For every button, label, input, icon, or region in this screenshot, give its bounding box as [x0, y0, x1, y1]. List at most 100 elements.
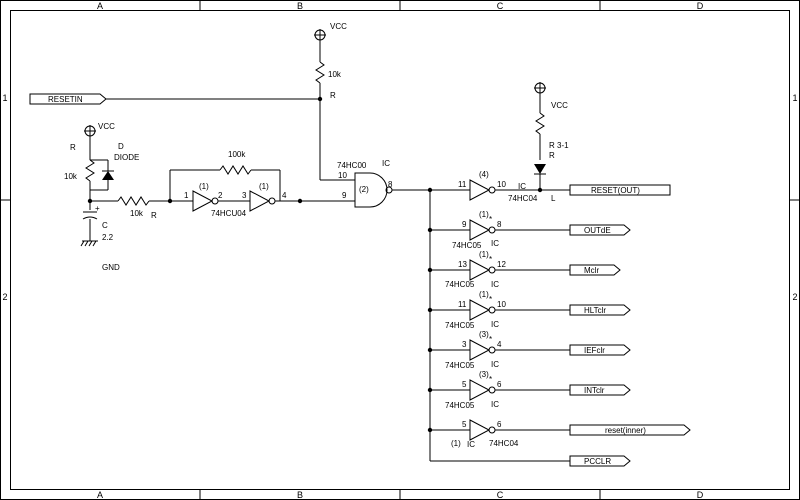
inverter-hc04-reset-out [469, 179, 496, 201]
reset-inner-unit: (1) [451, 439, 461, 448]
mclr-unit: (1) [479, 250, 489, 259]
inverter-hc04-reset-inner [469, 419, 496, 441]
port-outde [569, 224, 631, 236]
resistor-series-value: 10k [130, 209, 144, 218]
port-iefclr-label: IEFclr [584, 346, 605, 355]
intclr-unit: (3) [479, 370, 489, 379]
port-resetin [29, 93, 107, 105]
row-label-2: 2 [2, 292, 7, 302]
iefclr-unit: (3) [479, 330, 489, 339]
hltclr-opendrain: * [489, 295, 492, 304]
col-label-c: C [497, 1, 504, 11]
col-label-b: B [297, 1, 303, 11]
vcc-symbol-top [314, 29, 326, 41]
inv1-pin-out: 2 [218, 191, 223, 200]
iefclr-pin-in: 3 [462, 340, 467, 349]
outde-ref: IC [491, 239, 499, 248]
resistor-pullup-value: 10k [328, 70, 342, 79]
hltclr-unit: (1) [479, 290, 489, 299]
port-pcclr [569, 455, 631, 467]
iefclr-part: 74HC05 [445, 361, 475, 370]
resistor-led [535, 112, 545, 135]
inv1-pin-in: 1 [184, 191, 189, 200]
col-label-a: A [97, 1, 103, 11]
inv-reset-out-part: 74HC04 [508, 194, 538, 203]
vcc-label-right: VCC [551, 101, 568, 110]
col-label-d: D [697, 1, 704, 11]
intclr-ref: IC [491, 400, 499, 409]
mclr-opendrain: * [489, 255, 492, 264]
resistor-series-ref: R [151, 211, 157, 220]
diode-ref: D [118, 142, 124, 151]
reset-inner-ref: IC [467, 440, 475, 449]
resistor-feedback [219, 165, 252, 175]
diode [102, 160, 114, 190]
resistor-rc-value: 10k [64, 172, 78, 181]
port-resetin-label: RESETIN [48, 95, 83, 104]
mclr-part: 74HC05 [445, 280, 475, 289]
col-label-a-bottom: A [97, 490, 103, 500]
capacitor-value: 2.2 [102, 233, 114, 242]
inv2-unit: (1) [259, 182, 269, 191]
port-intclr [569, 384, 631, 396]
port-reset-out-label: RESET(OUT) [591, 186, 640, 195]
resistor-pullup-ref: R [330, 91, 336, 100]
intclr-part: 74HC05 [445, 401, 475, 410]
nand-unit: (2) [359, 185, 369, 194]
resistor-led-ref: R 3-1 [549, 141, 569, 150]
ground-symbol [80, 240, 98, 247]
port-reset-out [569, 184, 671, 196]
resistor-pullup [315, 61, 325, 84]
vcc-label-top: VCC [330, 22, 347, 31]
resistor-series [117, 196, 150, 206]
vcc-label-left: VCC [98, 122, 115, 131]
capacitor [82, 211, 98, 241]
outde-unit: (1) [479, 210, 489, 219]
hltclr-ref: IC [491, 320, 499, 329]
inverter-hcu04-a [192, 190, 219, 212]
intclr-pin-out: 6 [497, 380, 502, 389]
port-mclr [569, 264, 621, 276]
port-pcclr-label: PCCLR [584, 457, 611, 466]
resistor-rc [85, 159, 95, 182]
inv-reset-out-pin-in: 11 [458, 180, 467, 189]
reset-inner-part: 74HC04 [489, 439, 519, 448]
port-outde-label: OUTdE [584, 226, 611, 235]
inv-reset-out-unit: (4) [479, 170, 489, 179]
port-intclr-label: INTclr [584, 386, 605, 395]
inverter-hcu04-b [249, 190, 276, 212]
hltclr-pin-in: 11 [458, 300, 467, 309]
row-label-1-right: 1 [792, 93, 797, 103]
nand-pin-10: 10 [338, 171, 347, 180]
reset-inner-pin-in: 5 [462, 420, 467, 429]
outde-opendrain: * [489, 215, 492, 224]
port-reset-inner [569, 424, 691, 436]
gnd-label: GND [102, 263, 120, 272]
hcu04-part: 74HCU04 [211, 209, 247, 218]
diode-value: DIODE [114, 153, 139, 162]
iefclr-opendrain: * [489, 335, 492, 344]
resistor-rc-ref: R [70, 143, 76, 152]
row-label-1: 1 [2, 93, 7, 103]
nand-part: 74HC00 [337, 161, 367, 170]
iefclr-pin-out: 4 [497, 340, 502, 349]
col-label-c-bottom: C [497, 490, 504, 500]
hltclr-part: 74HC05 [445, 321, 475, 330]
mclr-pin-out: 12 [497, 260, 506, 269]
nand-pin-8: 8 [388, 180, 393, 189]
resistor-led-ref2: R [549, 151, 555, 160]
inv-reset-out-pin-out: 10 [497, 180, 506, 189]
outde-pin-in: 9 [462, 220, 467, 229]
port-mclr-label: Mclr [584, 266, 599, 275]
inv2-pin-out: 4 [282, 191, 287, 200]
vcc-symbol-left [84, 125, 96, 137]
port-iefclr [569, 344, 631, 356]
row-label-2-right: 2 [792, 292, 797, 302]
capacitor-ref: C [102, 221, 108, 230]
intclr-pin-in: 5 [462, 380, 467, 389]
outde-pin-out: 8 [497, 220, 502, 229]
outde-part: 74HC05 [452, 241, 482, 250]
led [534, 164, 546, 175]
hltclr-pin-out: 10 [497, 300, 506, 309]
